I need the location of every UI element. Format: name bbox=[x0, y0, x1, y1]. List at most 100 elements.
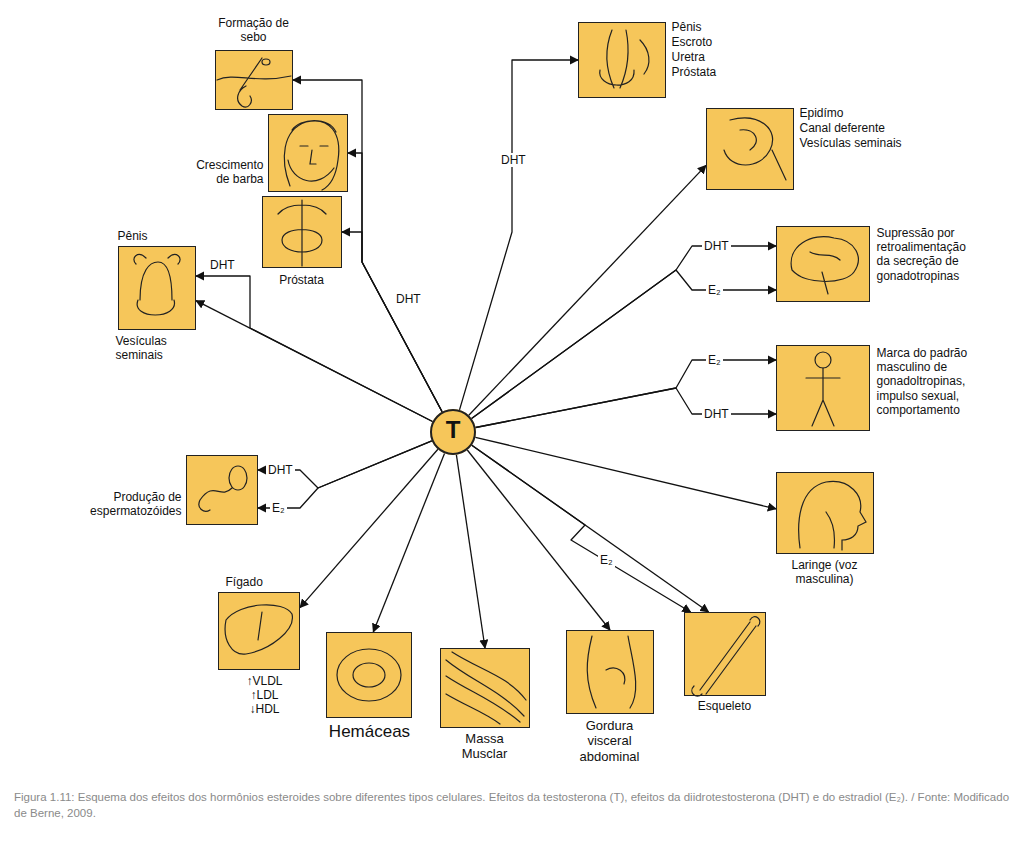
hormone-label: DHT bbox=[499, 153, 528, 167]
organ-label: Crescimento de barba bbox=[186, 158, 264, 187]
prostate-box: Próstata bbox=[262, 196, 342, 268]
hormone-symbol: T bbox=[430, 409, 476, 451]
bone bbox=[692, 617, 760, 696]
torso bbox=[587, 636, 635, 708]
effect-arrow bbox=[300, 449, 438, 607]
organ-label: ↑VLDL ↑LDL ↓HDL bbox=[240, 674, 290, 717]
sperm-box: Produção de espermatozóides bbox=[186, 455, 258, 525]
penis-box: PênisVesículas seminais bbox=[118, 246, 196, 330]
art-shape bbox=[186, 455, 258, 525]
red-cell-inner bbox=[353, 663, 385, 687]
brain-box: Supressão por retroalimentação da secreç… bbox=[776, 226, 870, 302]
body-box: Marca do padrão masculino de gonadoltrop… bbox=[776, 345, 870, 431]
art-shape bbox=[440, 648, 530, 728]
organ-label: Marca do padrão masculino de gonadoltrop… bbox=[877, 346, 975, 418]
gland-box: Formação de sebo bbox=[215, 50, 293, 110]
hormone-circle: T bbox=[430, 409, 476, 455]
fat-box: Gordura visceral abdominal bbox=[566, 630, 654, 714]
bone-box: Esqueleto bbox=[684, 612, 766, 696]
hormone-label: DHT bbox=[394, 292, 423, 306]
art-shape bbox=[684, 612, 766, 696]
art-shape bbox=[326, 632, 412, 718]
sperm-tail bbox=[199, 488, 232, 511]
effect-arrow bbox=[476, 388, 776, 428]
organ-label: Escroto bbox=[672, 35, 742, 49]
effect-arrow bbox=[456, 455, 485, 648]
art-shape bbox=[262, 196, 342, 268]
organ-label: Supressão por retroalimentação da secreç… bbox=[877, 226, 977, 284]
hormone-label: E₂ bbox=[270, 501, 287, 515]
epididymis bbox=[724, 118, 786, 180]
art-shape bbox=[118, 246, 196, 330]
organ-label: Formação de sebo bbox=[212, 16, 296, 45]
art-shape bbox=[776, 472, 874, 554]
muscle-box: Massa Musclar bbox=[440, 648, 530, 728]
figure-body bbox=[806, 368, 840, 426]
organ-label: Laringe (voz masculina) bbox=[765, 558, 885, 587]
figure-caption: Figura 1.11: Esquema dos efeitos dos hor… bbox=[14, 790, 1020, 821]
organ-label: Massa Musclar bbox=[455, 731, 515, 762]
effect-arrow bbox=[467, 450, 610, 630]
hormone-label: E₂ bbox=[706, 283, 723, 297]
art-shape bbox=[776, 226, 870, 302]
organ-label: Pênis bbox=[118, 229, 178, 243]
larynx-box: Laringe (voz masculina) bbox=[776, 472, 874, 554]
skin-gland bbox=[217, 58, 291, 107]
hormone-label: DHT bbox=[702, 239, 731, 253]
blood-box: Hemáceas bbox=[326, 632, 412, 718]
effect-arrow bbox=[258, 441, 432, 508]
red-cell-outer bbox=[337, 649, 401, 701]
liver-box: Fígado↑VLDL ↑LDL ↓HDL bbox=[218, 592, 300, 670]
prostate bbox=[278, 200, 326, 266]
organ-label: Hemáceas bbox=[318, 722, 422, 742]
effect-arrow bbox=[196, 276, 433, 422]
hormone-label: DHT bbox=[266, 463, 295, 477]
organ-label: Pênis bbox=[672, 20, 742, 34]
effect-arrow bbox=[293, 80, 442, 412]
art-shape bbox=[776, 345, 870, 431]
organ-label: Próstata bbox=[672, 65, 742, 79]
hormone-label: DHT bbox=[208, 258, 237, 272]
organ-label: Gordura visceral abdominal bbox=[568, 718, 652, 765]
brain bbox=[791, 237, 858, 294]
organ-label: Próstata bbox=[268, 273, 336, 287]
epididymis-box: EpidímoCanal deferenteVesículas seminais bbox=[706, 108, 794, 190]
effect-arrow bbox=[348, 153, 442, 412]
effect-arrow bbox=[469, 165, 706, 415]
liver bbox=[225, 605, 292, 654]
effect-arrow bbox=[476, 360, 776, 428]
head-profile bbox=[799, 481, 866, 550]
effect-arrow bbox=[472, 445, 691, 612]
organ-label: Vesículas seminais bbox=[800, 136, 930, 150]
effect-arrow bbox=[472, 445, 709, 612]
effect-arrow bbox=[373, 453, 444, 632]
box-fills bbox=[118, 22, 874, 728]
effect-arrow bbox=[460, 60, 579, 410]
organ-label: Canal deferente bbox=[800, 121, 930, 135]
art-shape bbox=[218, 592, 300, 670]
art-shape bbox=[578, 22, 666, 98]
line-art bbox=[134, 30, 866, 724]
genital-box: PênisEscrotoUretraPróstata bbox=[578, 22, 666, 98]
hormone-label: E₂ bbox=[706, 353, 723, 367]
effect-arrow bbox=[472, 270, 776, 419]
genitals bbox=[600, 30, 649, 88]
organ-label: Fígado bbox=[226, 575, 286, 589]
organ-label: Vesículas seminais bbox=[116, 334, 188, 363]
sperm-head bbox=[229, 466, 247, 490]
figure-head bbox=[815, 352, 831, 368]
effect-arrow bbox=[258, 441, 432, 488]
organ-label: Esqueleto bbox=[686, 699, 764, 713]
beard-box: Crescimento de barba bbox=[268, 114, 348, 192]
hormone-label: E₂ bbox=[598, 553, 615, 567]
organ-label: Uretra bbox=[672, 50, 742, 64]
art-shape bbox=[215, 50, 293, 110]
effect-arrow bbox=[472, 246, 776, 419]
penis-vesicles bbox=[134, 255, 180, 315]
organ-label: Epidímo bbox=[800, 106, 930, 120]
art-shape bbox=[430, 409, 476, 455]
muscle bbox=[446, 652, 526, 724]
art-shape bbox=[268, 114, 348, 192]
hormone-label: DHT bbox=[702, 407, 731, 421]
